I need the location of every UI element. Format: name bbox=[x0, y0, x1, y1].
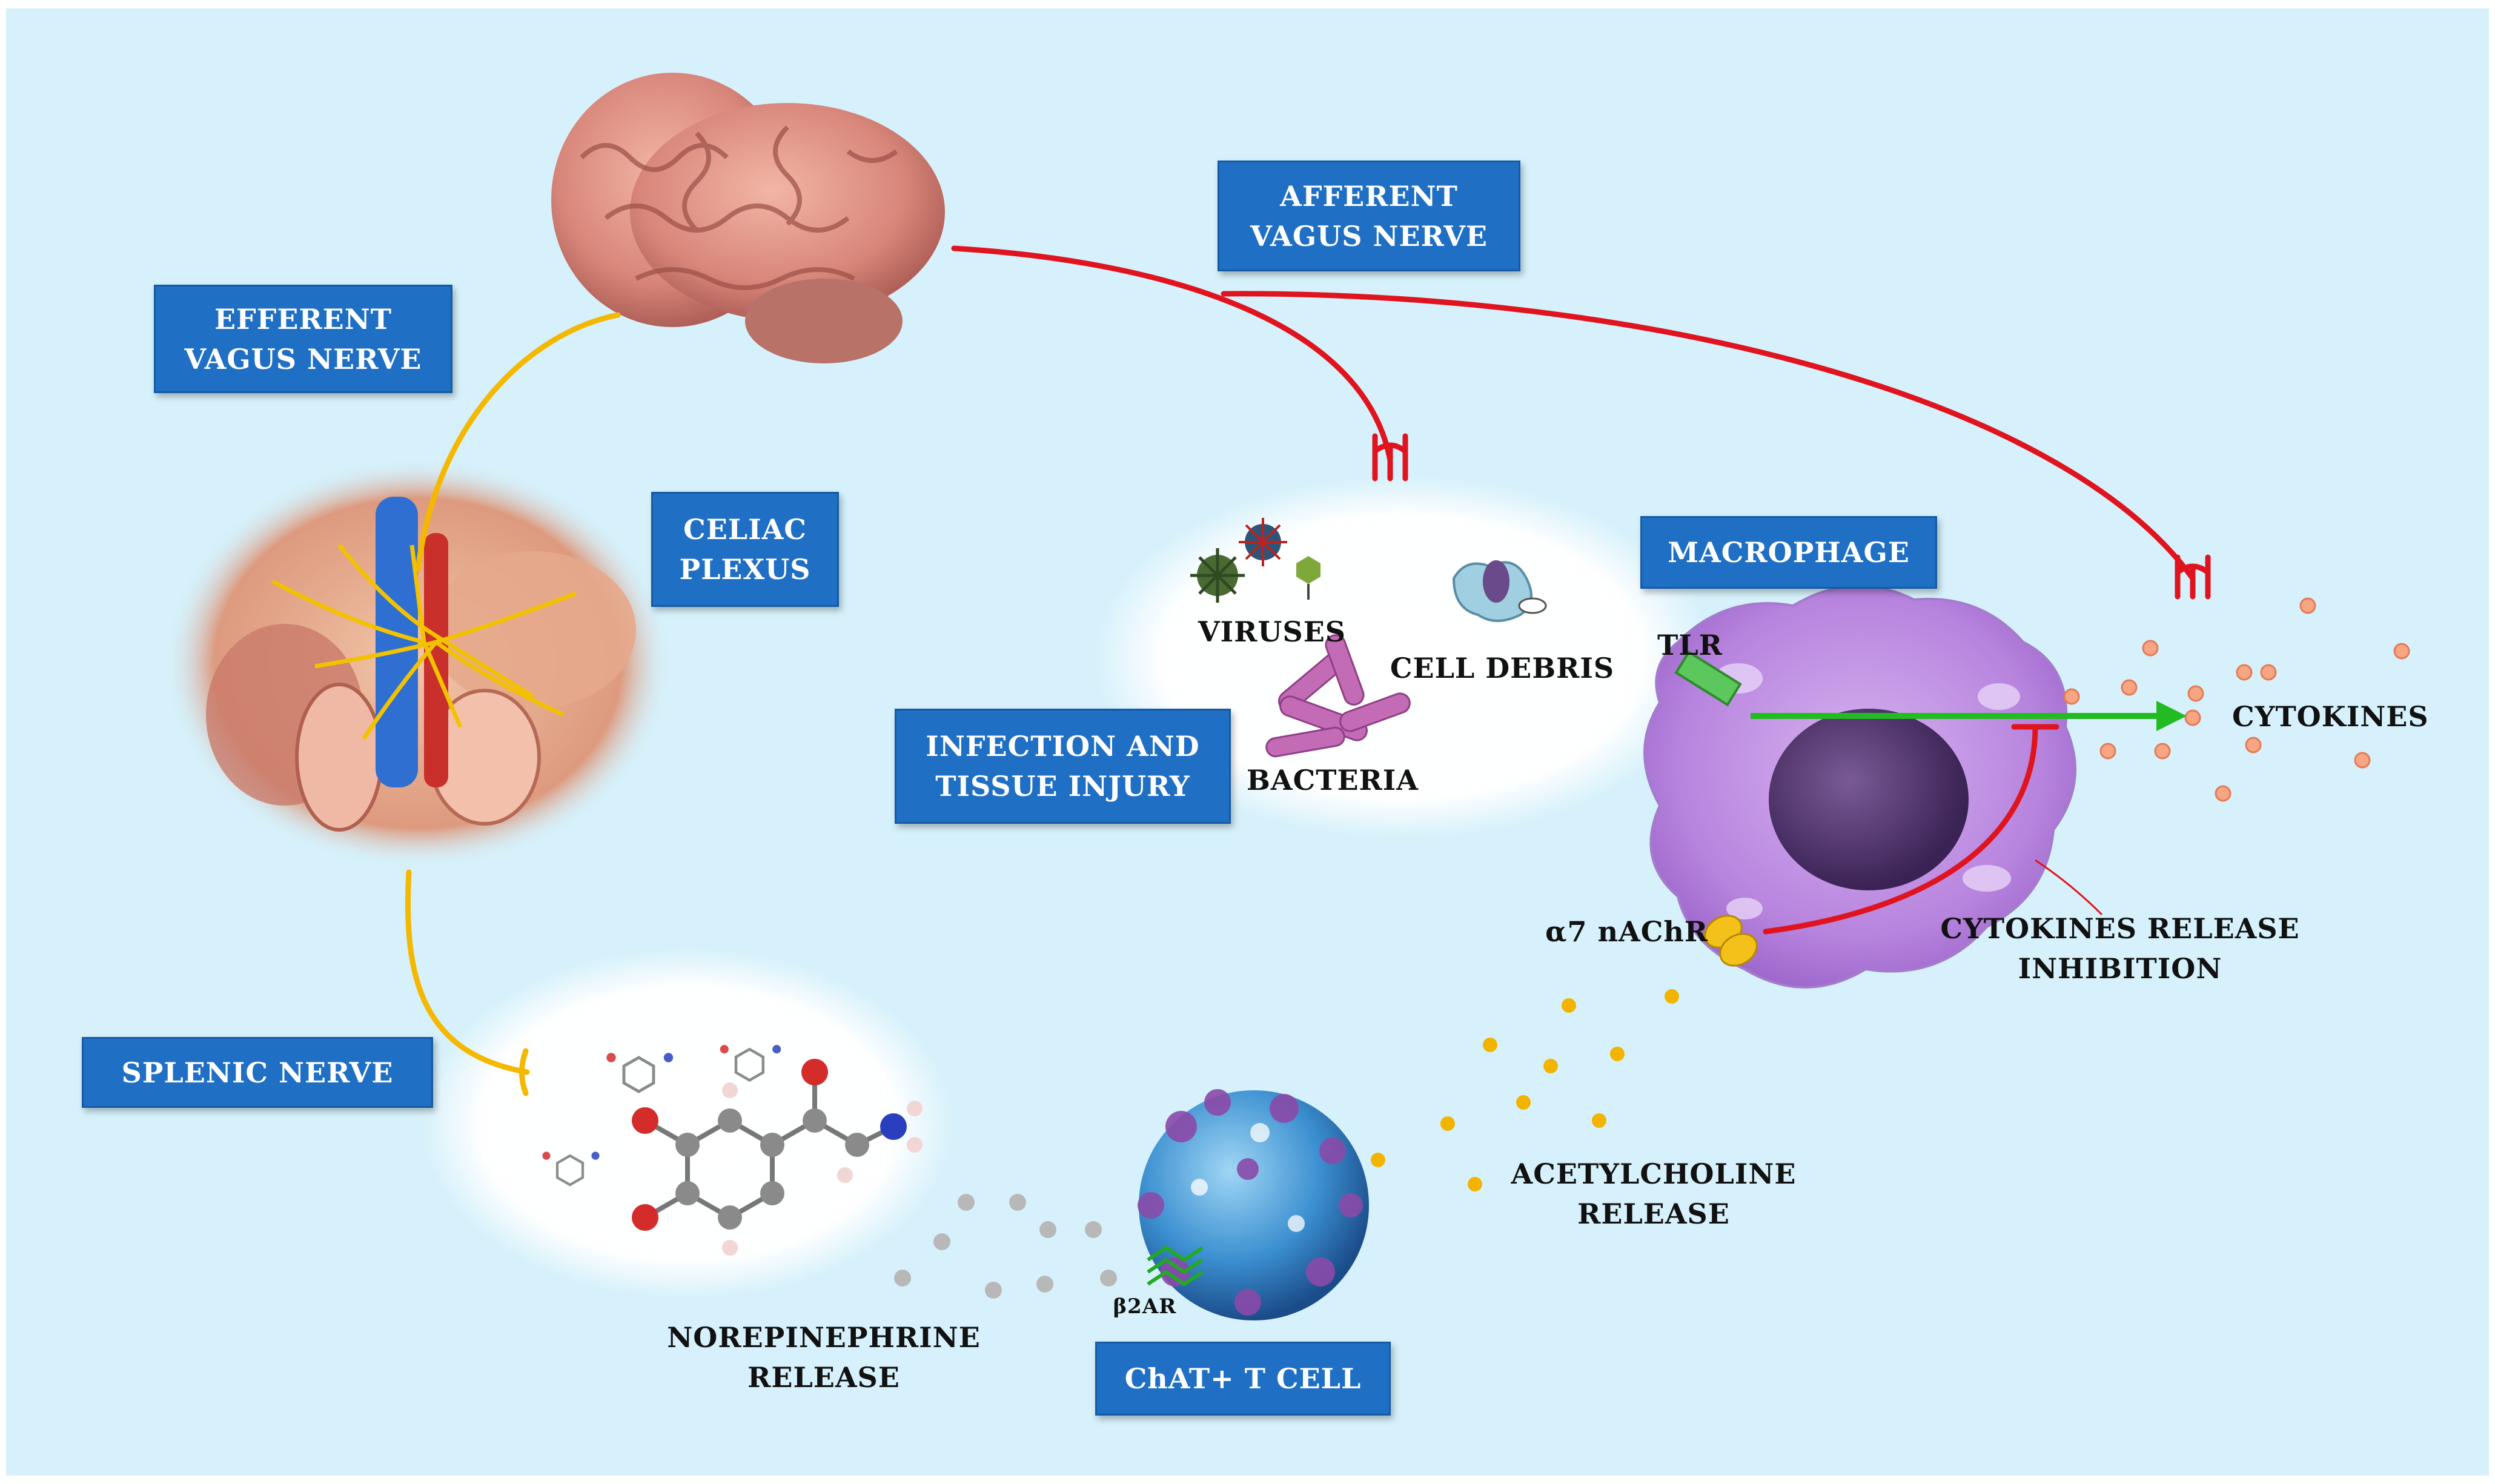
norepinephrine-release-dots bbox=[894, 1194, 1117, 1299]
norepinephrine-small-molecules bbox=[542, 1045, 781, 1187]
chat-t-cell-label: ChAT+ T CELL bbox=[1124, 1362, 1362, 1395]
efferent-vagus-nerve-box: EFFERENT VAGUS NERVE bbox=[154, 285, 452, 393]
virus-icon bbox=[1190, 518, 1320, 603]
a7-nachr-label: α7 nAChR bbox=[1545, 915, 1708, 948]
chat-t-cell-box: ChAT+ T CELL bbox=[1095, 1342, 1391, 1416]
splenic-nerve-label: SPLENIC NERVE bbox=[121, 1056, 394, 1089]
norepinephrine-release-label: NOREPINEPHRINE RELEASE bbox=[667, 1321, 981, 1394]
celiac-plexus-label: CELIAC PLEXUS bbox=[679, 513, 811, 586]
splenic-nerve-box: SPLENIC NERVE bbox=[82, 1037, 433, 1108]
cytokines-label: CYTOKINES bbox=[2232, 700, 2429, 733]
b2ar-label: β2AR bbox=[1113, 1294, 1177, 1319]
cell-debris-icon bbox=[1452, 560, 1547, 622]
chat-t-cell bbox=[1138, 1089, 1369, 1320]
afferent-vagus-path bbox=[951, 245, 2211, 600]
bacteria-icon bbox=[1265, 634, 1411, 758]
bacteria-label: BACTERIA bbox=[1247, 764, 1419, 797]
infection-ellipse bbox=[1093, 475, 1711, 839]
acetylcholine-release-label: ACETYLCHOLINE RELEASE bbox=[1511, 1158, 1797, 1230]
macrophage-label: MACROPHAGE bbox=[1668, 536, 1910, 569]
infection-and-tissue-injury-label: INFECTION AND TISSUE INJURY bbox=[926, 730, 1200, 803]
afferent-vagus-nerve-label: AFFERENT VAGUS NERVE bbox=[1250, 179, 1488, 253]
celiac-plexus-box: CELIAC PLEXUS bbox=[651, 492, 839, 607]
macrophage-nucleus bbox=[1769, 709, 1969, 890]
efferent-vagus-nerve-label: EFFERENT VAGUS NERVE bbox=[184, 302, 422, 376]
b2ar-receptor bbox=[1147, 1245, 1204, 1287]
infection-and-tissue-injury-box: INFECTION AND TISSUE INJURY bbox=[895, 709, 1231, 824]
celiac-plexus-illustration bbox=[164, 457, 672, 869]
viruses-label: VIRUSES bbox=[1198, 615, 1347, 648]
cell-debris-label: CELL DEBRIS bbox=[1390, 652, 1615, 684]
afferent-vagus-nerve-box: AFFERENT VAGUS NERVE bbox=[1218, 161, 1520, 271]
norepinephrine-ellipse bbox=[421, 948, 954, 1299]
brain-illustration bbox=[551, 73, 945, 363]
acetylcholine-release-dots bbox=[1371, 989, 1679, 1191]
norepinephrine-molecule bbox=[632, 1059, 923, 1256]
cytokine-dots bbox=[2063, 597, 2410, 802]
macrophage-box: MACROPHAGE bbox=[1640, 516, 1937, 589]
inhibition-callout-line bbox=[2035, 859, 2103, 916]
a7-nachr-receptor bbox=[1704, 915, 1758, 967]
inhibition-path bbox=[1763, 724, 2059, 935]
efferent-vagus-path bbox=[405, 312, 621, 1096]
tlr-label: TLR bbox=[1657, 629, 1723, 661]
tlr-receptor bbox=[1674, 650, 1742, 707]
cytokines-release-inhibition-label: CYTOKINES RELEASE INHIBITION bbox=[1940, 912, 2300, 985]
